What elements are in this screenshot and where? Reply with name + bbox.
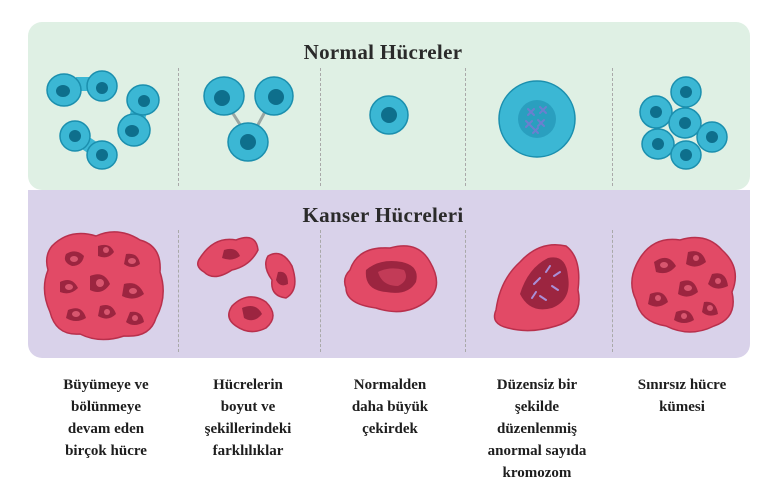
caption-line: birçok hücre [36, 440, 176, 462]
cancer-chromosome-cell-illustration [495, 245, 580, 331]
cancer-irregular-cells-illustration [198, 238, 295, 332]
caption-line: boyut ve [178, 396, 318, 418]
caption-line: şekillerindeki [178, 418, 318, 440]
caption-line: Sınırsız hücre [612, 374, 752, 396]
caption-line: kümesi [612, 396, 752, 418]
cancer-large-nucleus-cell-illustration [345, 246, 437, 312]
caption-line: çekirdek [320, 418, 460, 440]
caption-line: Büyümeye ve [36, 374, 176, 396]
normal-single-cell-illustration [370, 96, 408, 134]
caption-line: düzenlenmiş [467, 418, 607, 440]
cancer-unlimited-cluster-illustration [632, 238, 736, 332]
caption-line: devam eden [36, 418, 176, 440]
normal-connected-cells-illustration [204, 77, 293, 161]
caption-line: kromozom [467, 462, 607, 484]
caption-size-shape-differences: Hücrelerin boyut ve şekillerindeki farkl… [178, 374, 318, 462]
caption-unlimited-cluster: Sınırsız hücre kümesi [612, 374, 752, 418]
caption-line: şekilde [467, 396, 607, 418]
normal-cell-cluster-illustration [640, 77, 727, 169]
caption-abnormal-chromosomes: Düzensiz bir şekilde düzenlenmiş anormal… [467, 374, 607, 484]
caption-line: daha büyük [320, 396, 460, 418]
caption-line: Düzensiz bir [467, 374, 607, 396]
normal-chromosome-cell-illustration [499, 81, 575, 157]
caption-dividing-cells: Büyümeye ve bölünmeye devam eden birçok … [36, 374, 176, 462]
caption-line: Hücrelerin [178, 374, 318, 396]
normal-dividing-cells-illustration [47, 71, 159, 169]
caption-line: bölünmeye [36, 396, 176, 418]
caption-larger-nucleus: Normalden daha büyük çekirdek [320, 374, 460, 440]
caption-line: Normalden [320, 374, 460, 396]
cancer-dividing-mass-illustration [44, 232, 163, 340]
caption-line: farklılıklar [178, 440, 318, 462]
caption-line: anormal sayıda [467, 440, 607, 462]
